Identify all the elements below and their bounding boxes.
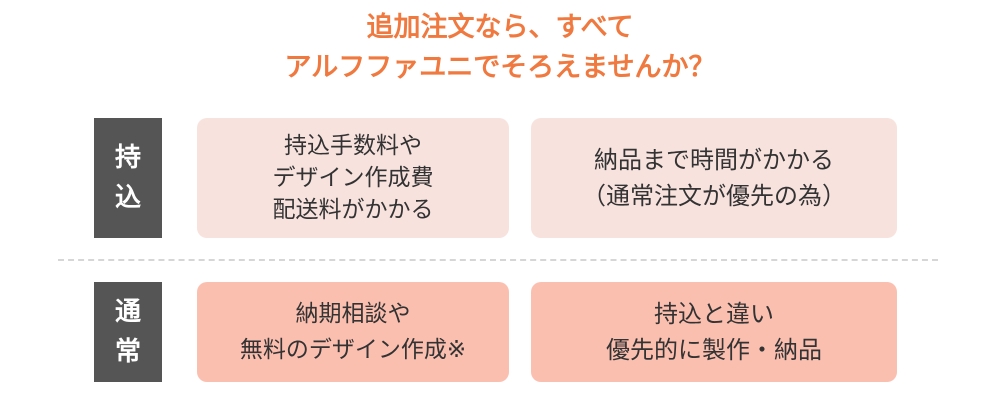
label-char: 通 xyxy=(114,297,141,327)
label-char: 込 xyxy=(114,183,141,213)
heading-line-1: 追加注文なら、すべて xyxy=(366,12,634,43)
cell-line: 持込手数料や xyxy=(284,133,422,159)
cell-line: （通常注文が優先の為） xyxy=(582,182,846,210)
tsujo-design-cell: 納期相談や 無料のデザイン作成※ xyxy=(197,282,509,382)
cell-line: 無料のデザイン作成※ xyxy=(239,337,467,363)
mochikomi-cost-cell: 持込手数料や デザイン作成費 配送料がかかる xyxy=(197,118,509,238)
cell-line: デザイン作成費 xyxy=(272,165,434,191)
heading-line-2: アルフファユニでそろえませんか？ xyxy=(284,52,716,83)
cell-line: 配送料がかかる xyxy=(272,197,434,223)
divider xyxy=(58,259,938,261)
cell-line: 納品まで時間がかかる xyxy=(594,146,834,174)
label-char: 常 xyxy=(114,337,141,367)
tsujo-priority-cell: 持込と違い 優先的に製作・納品 xyxy=(531,282,897,382)
mochikomi-time-cell: 納品まで時間がかかる （通常注文が優先の為） xyxy=(531,118,897,238)
row-label-tsujo: 通 常 xyxy=(94,282,162,382)
cell-line: 持込と違い xyxy=(654,300,774,328)
row-label-mochikomi: 持 込 xyxy=(94,118,162,238)
label-char: 持 xyxy=(114,143,141,173)
heading: 追加注文なら、すべて アルフファユニでそろえませんか？ xyxy=(0,8,1000,88)
cell-line: 優先的に製作・納品 xyxy=(606,336,822,364)
cell-line: 納期相談や xyxy=(295,301,411,327)
